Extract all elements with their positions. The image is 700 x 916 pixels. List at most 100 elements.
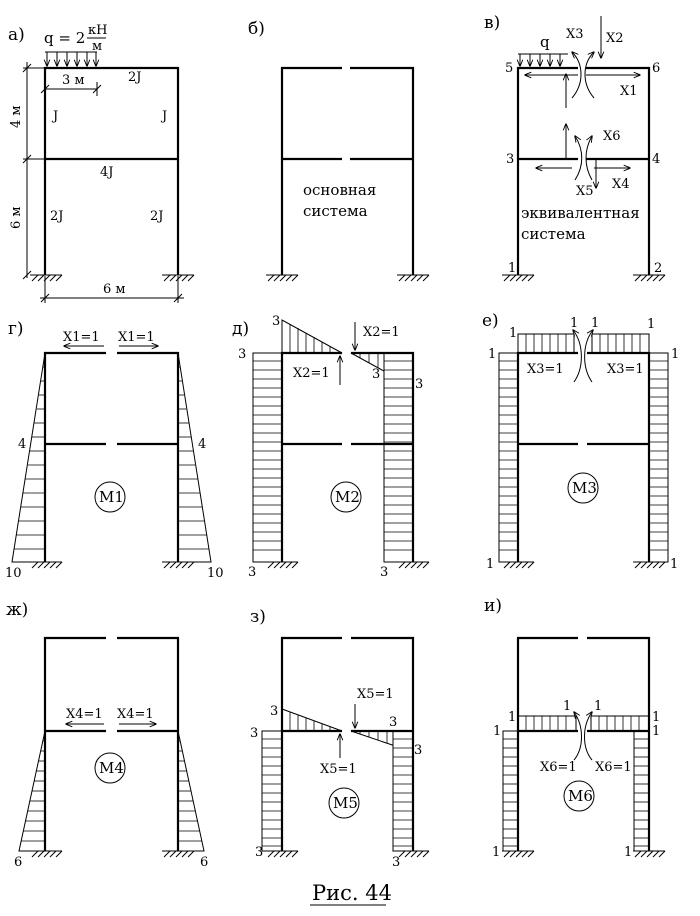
m6-value-beam-left-end: 1 <box>508 710 516 725</box>
panel-b-label: б) <box>248 19 265 39</box>
diagram-m2-right-column <box>383 352 414 563</box>
m5-value-column-left: 3 <box>250 726 258 741</box>
diagram-m3-left-column <box>498 352 519 563</box>
stiffness-top-beam: 2J <box>128 70 141 85</box>
m2-value-beam-right: 3 <box>415 377 423 392</box>
panel-d: д) <box>232 314 430 580</box>
m3-value-base-left: 1 <box>486 557 494 572</box>
m1-value-left-mid: 4 <box>18 437 26 452</box>
stiffness-middle-beam: 4J <box>100 165 113 180</box>
m1-circle-badge <box>94 481 126 513</box>
frame-a <box>43 66 180 275</box>
equivalent-system-text-line1: эквивалентная <box>521 204 640 222</box>
force-x6: X6 <box>603 129 621 144</box>
panel-v-label: в) <box>484 13 500 33</box>
dimension-3m: 3 м <box>40 73 102 96</box>
force-x3: X3 <box>566 27 584 42</box>
frame-zh <box>43 636 180 851</box>
diagram-m6-left-column <box>502 730 519 852</box>
m5-circle-label: M5 <box>333 794 358 812</box>
m2-value-beam-left: 3 <box>272 314 280 329</box>
unit-force-x5-top: X5=1 <box>357 687 394 702</box>
panel-i-label: и) <box>484 596 502 616</box>
m2-circle-label: M2 <box>335 488 360 506</box>
force-x5: X5 <box>576 184 594 199</box>
unit-moment-x3-right: X3=1 <box>607 362 644 377</box>
load-unit-numerator: кН <box>88 23 107 38</box>
unit-force-x1-right: X1=1 <box>118 330 155 345</box>
m1-value-left-base: 10 <box>5 566 22 581</box>
m5-value-base-right: 3 <box>392 855 400 870</box>
m6-circle-label: M6 <box>568 787 593 805</box>
equivalent-system-text-line2: система <box>521 225 586 243</box>
panel-z: з) <box>250 607 430 870</box>
frame-g <box>43 351 180 562</box>
m2-value-base-right: 3 <box>380 565 388 580</box>
frame-v <box>516 66 651 275</box>
force-x1: X1 <box>620 84 638 99</box>
m5-circle-badge <box>328 787 360 819</box>
panel-v: в) q X1 X2 <box>484 13 666 282</box>
dimension-vertical: 4 м 6 м <box>9 62 45 280</box>
m6-value-column-right: 1 <box>652 724 660 739</box>
m3-value-beam-left-gap: 1 <box>570 316 578 331</box>
node-3: 3 <box>506 152 514 167</box>
supports-zh <box>30 850 195 858</box>
m2-value-column-right-top: 3 <box>372 367 380 382</box>
m1-circle-label: M1 <box>99 488 124 506</box>
m3-value-column-left-top: 1 <box>488 347 496 362</box>
figure-caption: Рис. 44 <box>312 881 392 905</box>
supports-z <box>266 850 430 858</box>
stiffness-lower-right-column: 2J <box>150 209 163 224</box>
dim-6m-horizontal-label: 6 м <box>103 282 126 297</box>
diagram-m5-right-column <box>392 730 414 852</box>
fixed-support-left-a <box>30 274 63 282</box>
frame-i <box>516 636 651 851</box>
diagram-m5-left-column <box>261 730 283 852</box>
m4-value-base-right: 6 <box>200 855 208 870</box>
diagram-m6-right-column <box>633 730 650 852</box>
unit-force-x2-top: X2=1 <box>363 325 400 340</box>
frame-d <box>280 351 415 562</box>
diagram-m6-left-beam <box>517 715 577 732</box>
panel-b: б) основная система <box>248 19 430 282</box>
m6-value-column-left: 1 <box>493 724 501 739</box>
supports-d <box>266 561 430 569</box>
panel-g: г) X1=1 X1=1 4 4 10 10 <box>5 319 224 581</box>
m5-value-beam-left: 3 <box>270 704 278 719</box>
m6-value-beam-right-gap: 1 <box>594 699 602 714</box>
m2-value-base-left: 3 <box>248 565 256 580</box>
unit-moment-x6-left: X6=1 <box>540 760 577 775</box>
unit-force-x4-left: X4=1 <box>66 707 103 722</box>
supports-i <box>502 850 666 858</box>
diagram-m1-right-column <box>177 352 212 563</box>
node-1: 1 <box>508 261 516 276</box>
unit-force-x1-left: X1=1 <box>63 330 100 345</box>
force-x4: X4 <box>612 177 630 192</box>
m3-value-column-right-top: 1 <box>671 347 679 362</box>
unit-moment-x3-left: X3=1 <box>527 362 564 377</box>
basic-system-text-line2: система <box>303 202 368 220</box>
diagram-m3-right-column <box>648 352 669 563</box>
m2-value-column-left: 3 <box>238 347 246 362</box>
m3-value-beam-right-end: 1 <box>647 317 655 332</box>
m3-value-beam-left-end: 1 <box>509 326 517 341</box>
panel-zh: ж) X4=1 X4=1 6 6 M4 <box>6 600 208 870</box>
fixed-supports-b <box>266 274 430 282</box>
diagram-m1-left-column <box>11 352 46 563</box>
supports-e <box>502 561 666 569</box>
diagram-m4-right-column <box>177 730 205 852</box>
load-q-v: q <box>540 33 550 51</box>
dim-6m-vertical-label: 6 м <box>9 206 24 229</box>
m5-value-beam-right: 3 <box>389 715 397 730</box>
diagram-m5-left-beam <box>281 708 343 732</box>
load-q-label: q = 2 <box>44 29 85 47</box>
frame-b <box>280 66 415 275</box>
m4-circle-label: M4 <box>99 759 124 777</box>
panel-z-label: з) <box>250 607 266 627</box>
diagram-m3-left-beam <box>517 333 575 354</box>
panel-e-label: е) <box>482 311 499 331</box>
basic-system-text-line1: основная <box>303 181 376 199</box>
supports-g <box>30 561 195 569</box>
